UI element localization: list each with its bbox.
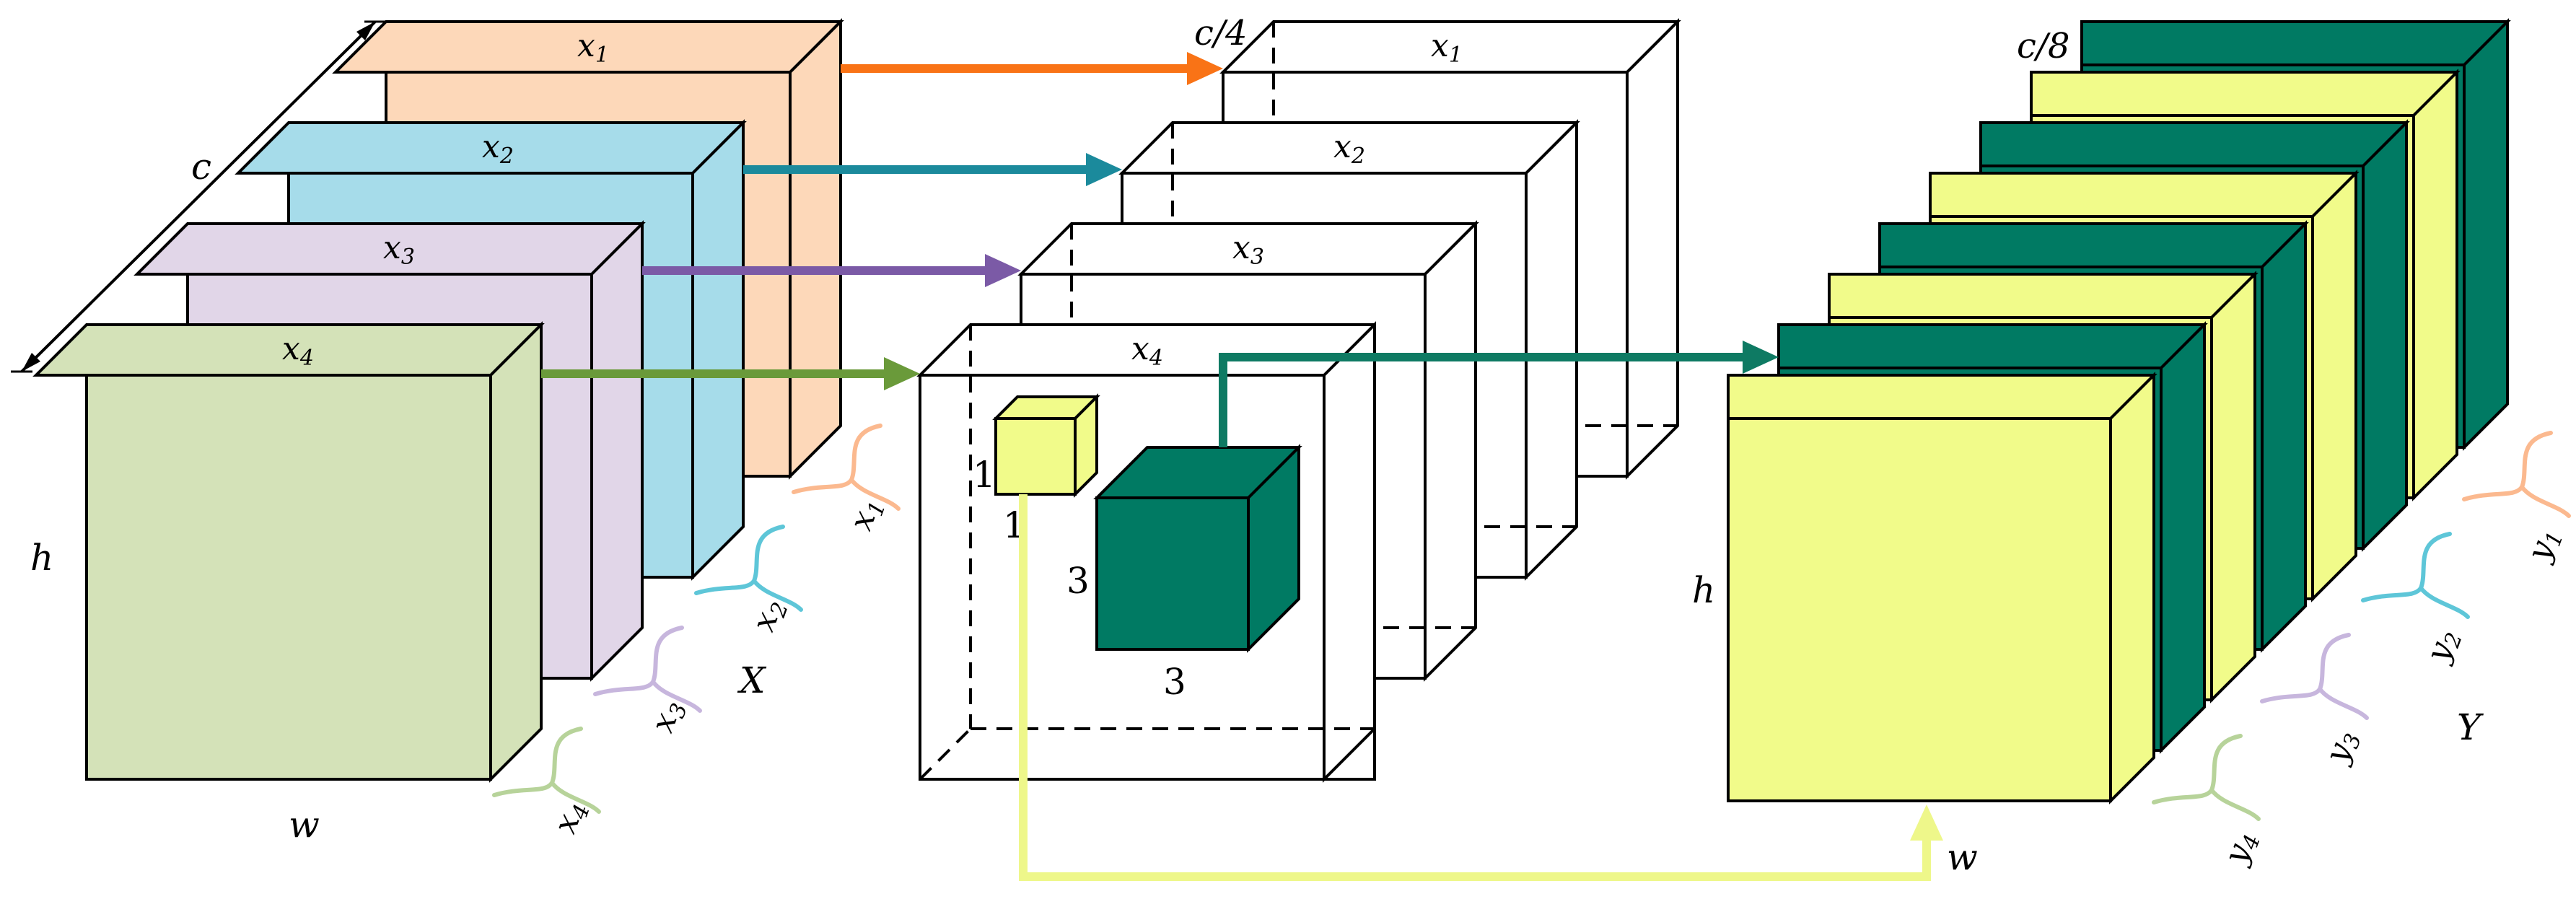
input-slice-x3-label: x3 [383,229,415,270]
h-dimension-label-right: h [1692,569,1715,611]
arrow-x4 [541,357,920,390]
brace-y2-icon [2361,532,2470,619]
arrow-x2 [743,153,1122,186]
arrow-conv1-to-output [1019,494,1943,881]
input-slice-x2-label: x2 [482,128,514,169]
output-slice-1 [1727,372,2157,804]
input-slice-x4 [32,321,545,783]
kernel-3x3-width-label: 3 [1163,661,1186,703]
brace-y1-icon [2462,431,2571,518]
kernel-1x1-height-label: 1 [973,454,996,496]
w-dimension-label-left: w [289,804,320,846]
arrow-conv3-to-output [1219,341,1779,447]
brace-y3-label: y3 [2318,725,2367,770]
brace-x4-icon [492,727,601,814]
c-eighth-label: c/8 [2017,26,2070,66]
arrow-x1 [841,52,1223,85]
kernel-3x3 [1093,444,1302,653]
tensor-y-label: Y [2457,706,2484,748]
input-slice-x1-label: x1 [577,27,609,68]
kernel-3x3-height-label: 3 [1066,560,1090,602]
brace-y4-icon [2152,734,2261,821]
tensor-x-label: X [737,659,767,701]
group-cube-x1-label: x1 [1431,27,1463,68]
c-dimension-label: c [191,146,211,188]
w-dimension-label-right: w [1947,836,1978,878]
group-cube-x4-label: x4 [1131,330,1163,371]
brace-x1-icon [792,424,901,511]
brace-x3-icon [593,626,702,713]
brace-x3-label: x3 [644,695,693,738]
input-slice-x4-label: x4 [282,330,314,371]
h-dimension-label-left: h [30,537,53,579]
brace-y1-label: y1 [2520,523,2569,568]
group-cube-x2-label: x2 [1333,128,1365,169]
group-cube-x3-label: x3 [1232,229,1264,270]
brace-y4-label: y4 [2217,826,2266,871]
kernel-1x1 [992,393,1100,498]
brace-y2-label: y2 [2419,624,2468,669]
brace-x2-icon [694,525,803,612]
c-quarter-label: c/4 [1194,13,1248,53]
brace-y3-icon [2260,633,2369,720]
arrow-x3 [642,254,1021,287]
c-dimension-arrow [11,20,386,373]
